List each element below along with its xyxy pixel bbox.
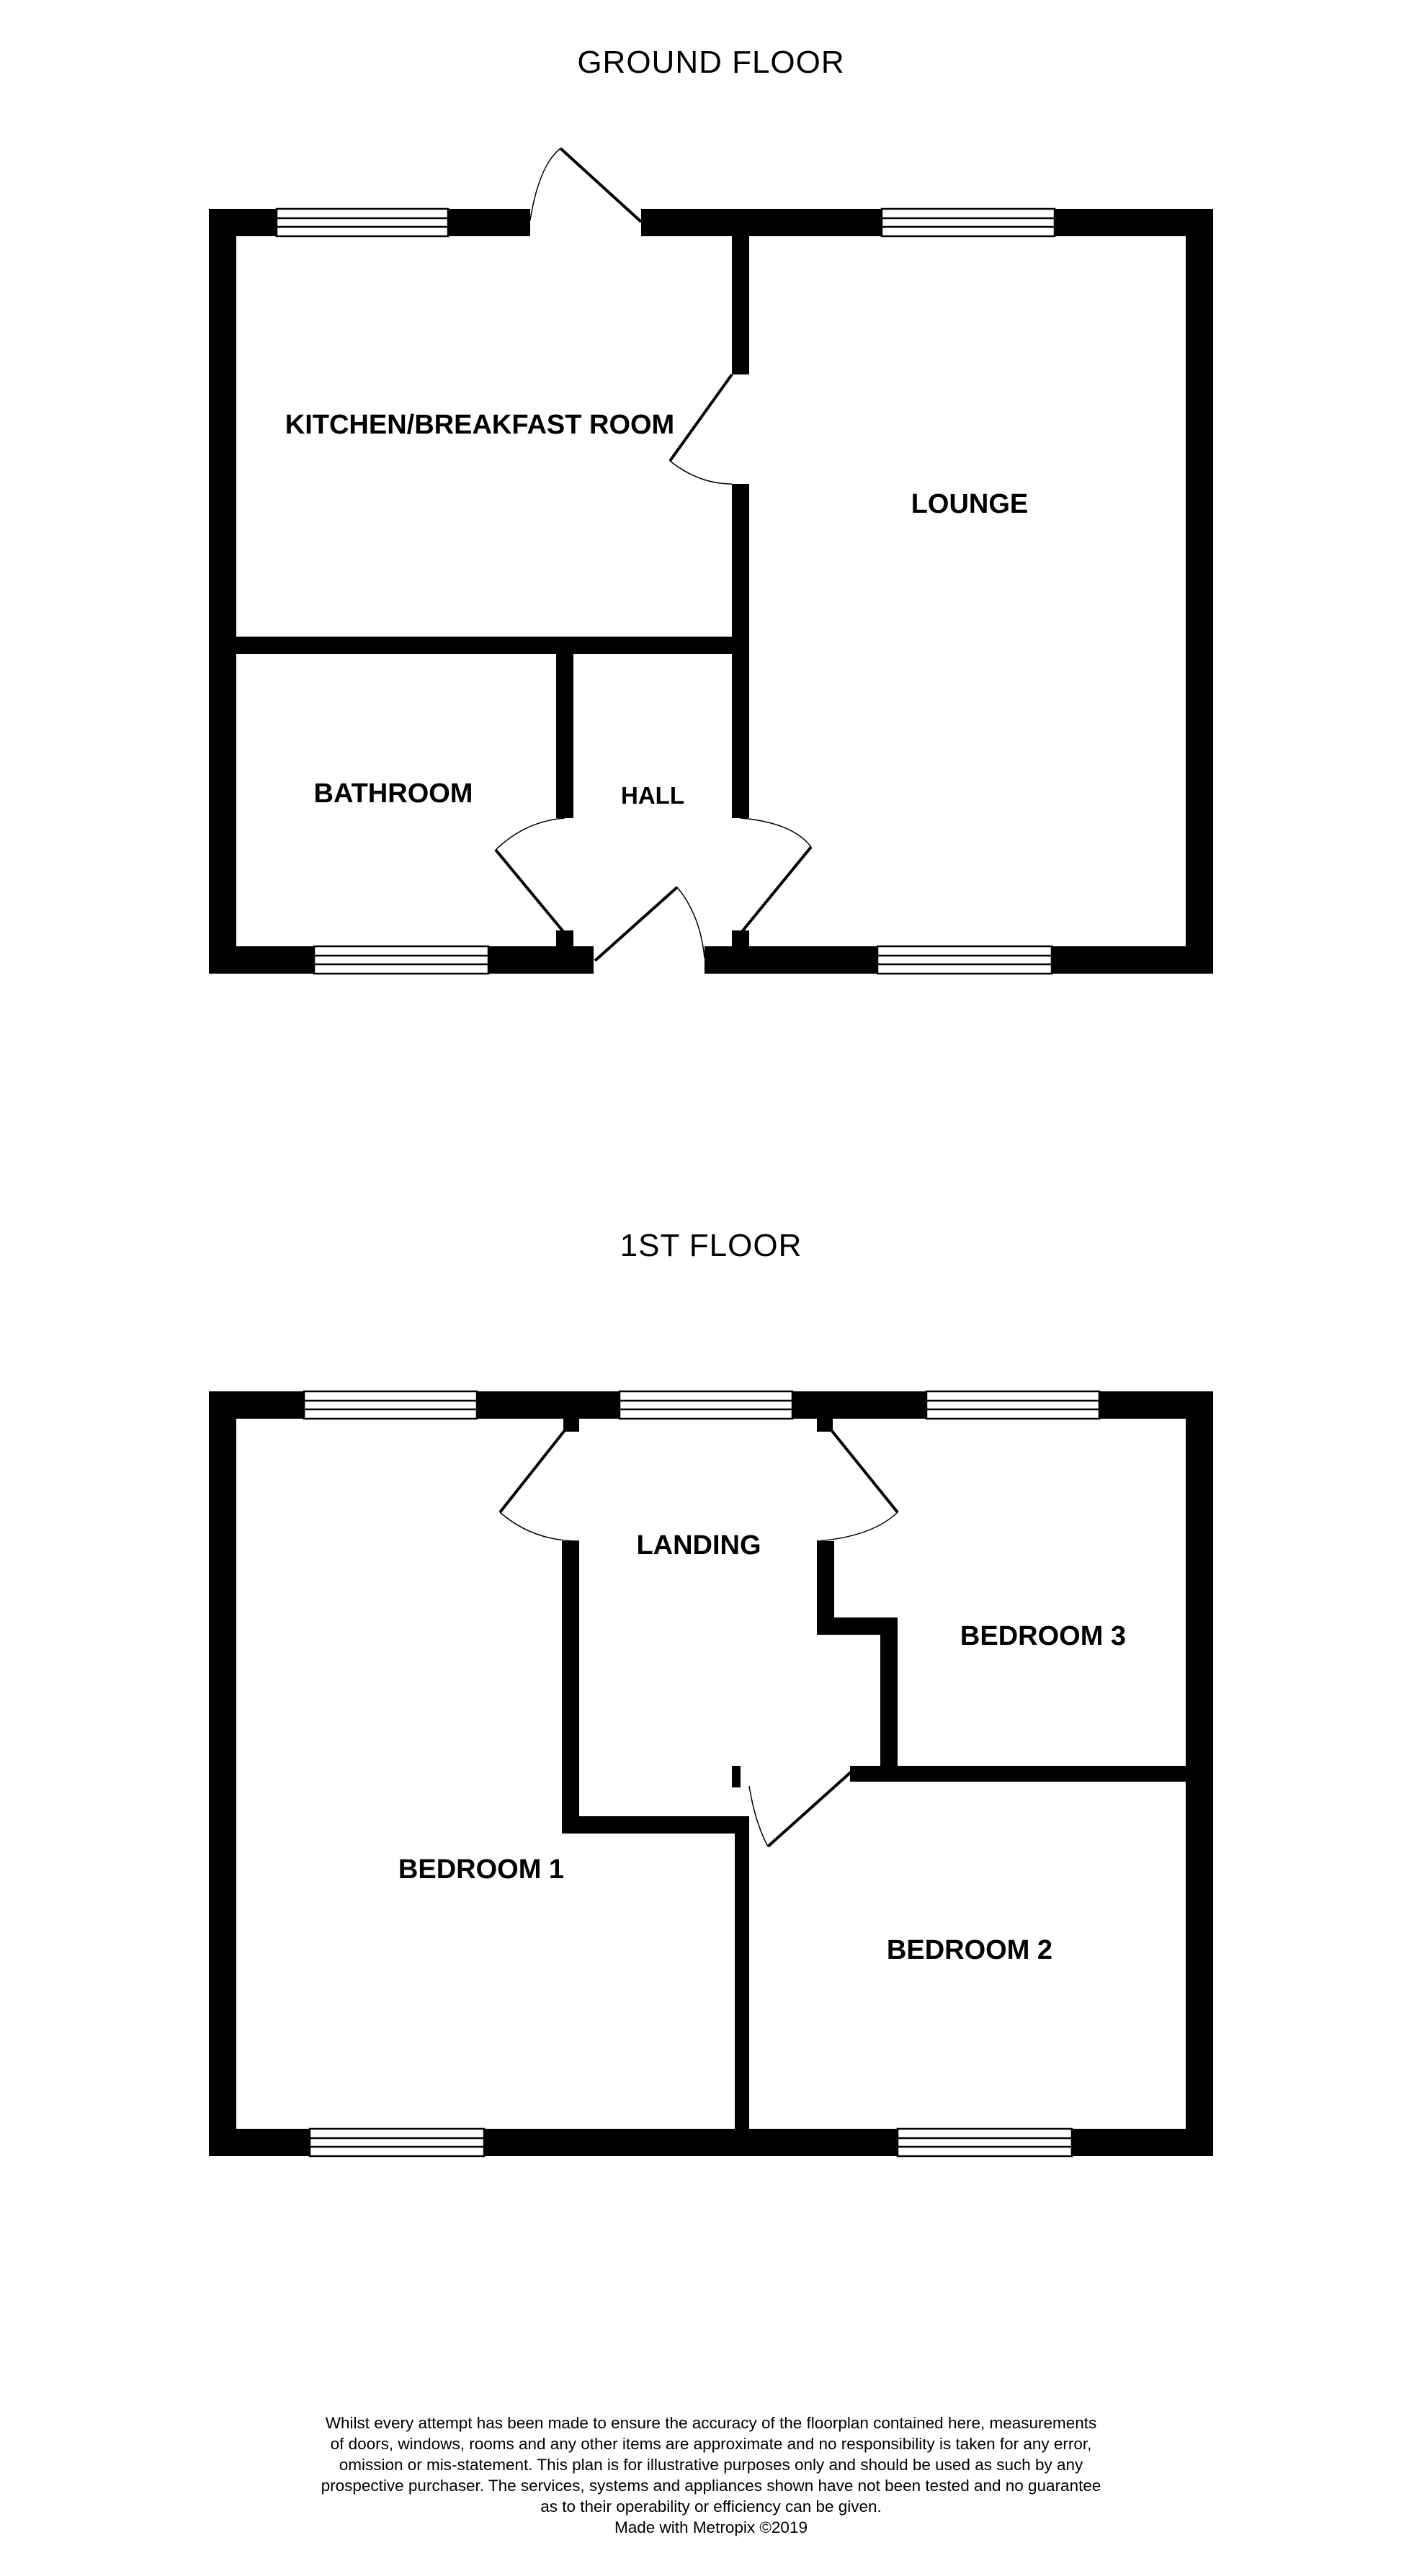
ground-floor-doors — [494, 147, 813, 962]
lounge-label: LOUNGE — [911, 489, 1029, 519]
first-floor-doors — [498, 1422, 899, 1848]
first-floor-title: 1ST FLOOR — [620, 1228, 802, 1263]
disclaimer-line: as to their operability or efficiency ca… — [540, 2498, 882, 2516]
ground-floor-title: GROUND FLOOR — [577, 45, 845, 80]
disclaimer: Whilst every attempt has been made to en… — [279, 2413, 1143, 2538]
hall-label: HALL — [621, 782, 684, 809]
first-floor-door-stops — [563, 1416, 833, 1787]
first-floor-windows — [303, 1390, 1101, 2158]
ground-floor-walls — [209, 209, 1213, 974]
disclaimer-line: of doors, windows, rooms and any other i… — [330, 2435, 1092, 2453]
ground-floor-door-stops — [562, 930, 748, 946]
copyright-line: Made with Metropix ©2019 — [614, 2518, 808, 2536]
bedroom-2-label: BEDROOM 2 — [887, 1935, 1052, 1965]
bedroom-1-label: BEDROOM 1 — [398, 1854, 564, 1885]
first-floor-walls — [209, 1391, 1213, 2156]
first-floor-plan: LANDING BEDROOM 3 BEDROOM 1 BEDROOM 2 — [209, 1390, 1213, 2158]
ground-floor-windows — [275, 207, 1056, 975]
bathroom-label: BATHROOM — [314, 778, 473, 809]
landing-label: LANDING — [636, 1530, 761, 1561]
bedroom-3-label: BEDROOM 3 — [960, 1621, 1126, 1651]
disclaimer-line: Whilst every attempt has been made to en… — [325, 2414, 1097, 2432]
kitchen-label: KITCHEN/BREAKFAST ROOM — [285, 410, 674, 440]
disclaimer-line: omission or mis-statement. This plan is … — [339, 2456, 1083, 2474]
disclaimer-line: prospective purchaser. The services, sys… — [321, 2477, 1101, 2495]
ground-floor-plan: KITCHEN/BREAKFAST ROOM LOUNGE BATHROOM H… — [209, 147, 1213, 975]
